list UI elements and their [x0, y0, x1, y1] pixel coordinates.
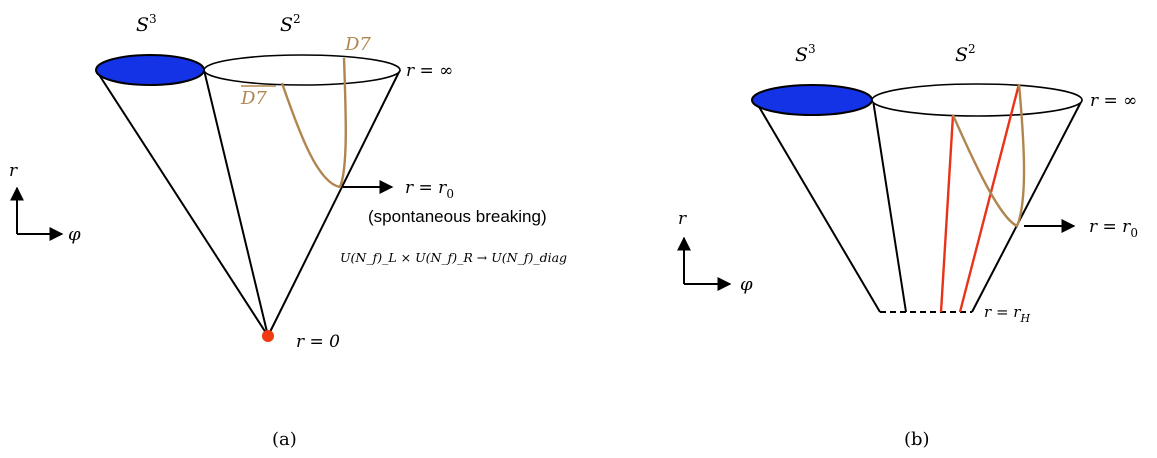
- panel-a: S3 S2 D7 D7 r = ∞ r = r0 (spontaneous br…: [9, 12, 567, 450]
- breaking-label: (spontaneous breaking): [368, 207, 547, 226]
- r0-label-a: r = r0: [405, 178, 454, 201]
- caption-a: (a): [272, 429, 297, 450]
- s2-disc-a: [203, 54, 401, 86]
- s2-disc-b: [871, 83, 1083, 117]
- axis-phi-label-b: φ: [740, 274, 753, 295]
- symmetry-label: U(N_f)_L × U(N_f)_R → U(N_f)_diag: [340, 250, 567, 265]
- panel-b: S3 S2 r = ∞ r = r0 r = rH r φ (b): [677, 42, 1138, 450]
- axis-phi-label-a: φ: [68, 224, 81, 245]
- s3-label-a: S3: [136, 12, 157, 36]
- rh-label: r = rH: [984, 303, 1030, 325]
- s3-label-b: S3: [795, 42, 816, 66]
- s2-label-b: S2: [955, 42, 976, 66]
- r0-label-b: r = r0: [1089, 217, 1138, 240]
- r-zero-label: r = 0: [296, 332, 340, 352]
- d7bar-label: D7: [240, 88, 267, 109]
- axis-r-label-b: r: [678, 209, 687, 229]
- r-inf-label-b: r = ∞: [1090, 91, 1137, 111]
- d7-brane-curve-b: [951, 83, 1026, 228]
- s3-disc-b: [751, 84, 873, 116]
- d7-label: D7: [344, 34, 371, 55]
- s2-label-a: S2: [280, 12, 301, 36]
- axis-r-label-a: r: [9, 161, 18, 181]
- cone-a-lines: [95, 69, 401, 337]
- d7-brane-curve: [280, 57, 347, 189]
- tip-dot: [262, 330, 274, 342]
- caption-b: (b): [904, 429, 930, 450]
- cone-b-lines: [754, 99, 1083, 313]
- r-inf-label-a: r = ∞: [406, 61, 453, 81]
- s3-disc-a: [95, 54, 205, 86]
- red-string-right: [958, 83, 1021, 313]
- red-string-left: [939, 114, 955, 313]
